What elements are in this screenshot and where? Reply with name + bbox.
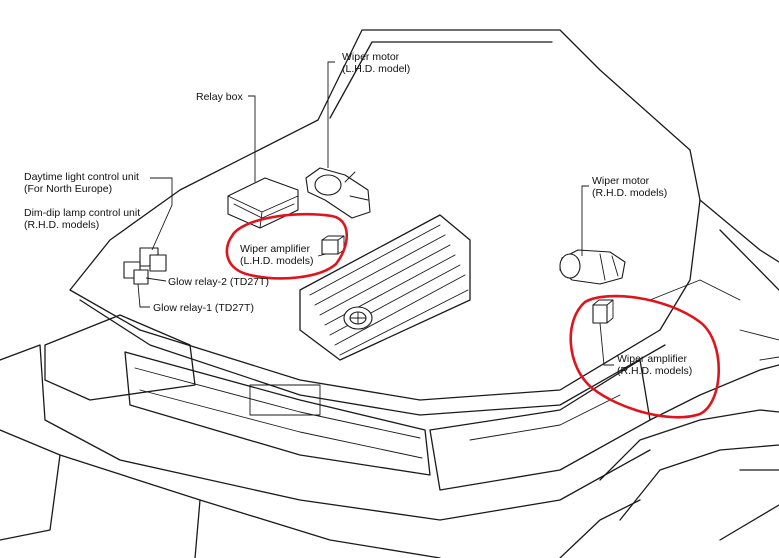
label-line: (R.H.D. models) — [24, 219, 99, 231]
vehicle-body — [0, 29, 779, 558]
label-line: (L.H.D. models) — [240, 255, 314, 267]
leader-lines — [137, 61, 614, 366]
label-line: Daytime light control unit — [24, 171, 139, 183]
label-line: Glow relay-1 (TD27T) — [153, 302, 254, 314]
label-line: Wiper amplifier — [617, 353, 688, 365]
label-relay-box: Relay box — [196, 91, 243, 103]
label-glow-relay-2: Glow relay-2 (TD27T) — [168, 276, 269, 288]
highlight-circle-lhd — [225, 212, 348, 280]
wiper-motor-rhd — [559, 249, 626, 285]
label-line: Wiper motor — [342, 51, 400, 63]
wiper-amplifier-lhd — [321, 235, 345, 255]
label-wiper-amplifier-lhd: Wiper amplifier (L.H.D. models) — [240, 243, 314, 267]
wiper-motor-lhd — [305, 167, 371, 219]
label-wiper-amplifier-rhd: Wiper amplifier (R.H.D. models) — [617, 353, 692, 377]
glow-relays — [123, 261, 149, 285]
label-wiper-motor-lhd: Wiper motor (L.H.D. model) — [342, 51, 410, 75]
label-line: Wiper motor — [592, 175, 650, 187]
label-line: (R.H.D. models) — [592, 187, 667, 199]
label-glow-relay-1: Glow relay-1 (TD27T) — [153, 302, 254, 314]
relay-box — [227, 177, 299, 229]
daytime-light-control-unit — [139, 247, 167, 272]
label-dim-dip-lamp-control-unit: Dim-dip lamp control unit (R.H.D. models… — [24, 207, 143, 231]
label-line: (For North Europe) — [24, 183, 112, 195]
label-wiper-motor-rhd: Wiper motor (R.H.D. models) — [592, 175, 667, 199]
label-line: Relay box — [196, 91, 243, 103]
label-line: Dim-dip lamp control unit — [24, 207, 140, 219]
label-daytime-light-control-unit: Daytime light control unit (For North Eu… — [24, 171, 142, 195]
label-line: Wiper amplifier — [240, 243, 311, 255]
highlight-circle-rhd — [569, 294, 720, 419]
engine — [299, 214, 471, 361]
label-line: Glow relay-2 (TD27T) — [168, 276, 269, 288]
wiper-amplifier-rhd — [592, 299, 614, 324]
label-line: (L.H.D. model) — [342, 63, 410, 75]
label-line: (R.H.D. models) — [617, 365, 692, 377]
